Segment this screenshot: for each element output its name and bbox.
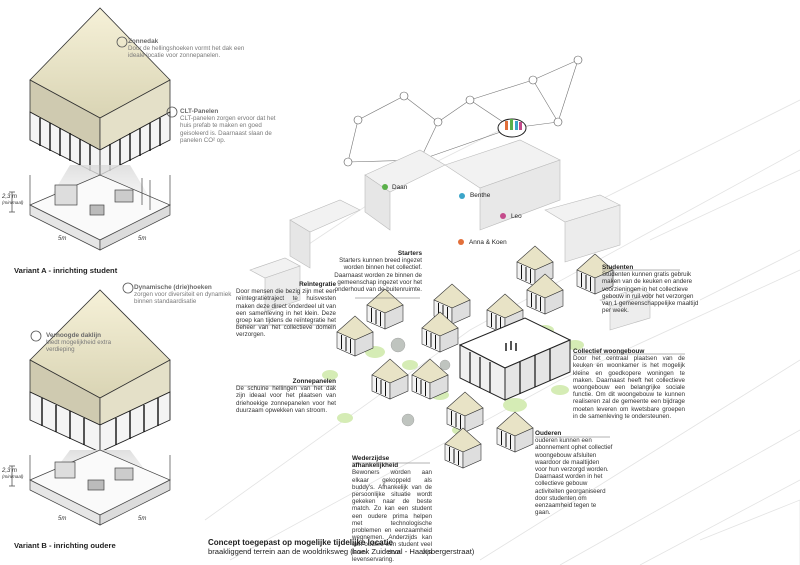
house-wall-right (594, 269, 614, 295)
dyn-note: Dynamische (drie)hoeken zorgen voor dive… (134, 284, 246, 306)
left-pointers (9, 36, 178, 487)
zonnedak-title: Zonnedak (128, 38, 159, 45)
zonnepanelen-title: Zonnepanelen (292, 378, 336, 385)
collectief-body: Door het centraal plaatsen van de keuken… (573, 355, 685, 420)
collectief-title: Collectief woongebouw (573, 348, 645, 355)
dyn-body: zorgen voor diversiteit en dynamiek binn… (134, 291, 232, 306)
zonnedak-body: Door de hellingshoeken vormt het dak een… (128, 45, 245, 60)
network-nodes (343, 55, 583, 167)
house-wall-right (429, 374, 449, 400)
zonnepanelen-body: De schuine hellingen van het dak zijn id… (236, 385, 336, 414)
zonnedak-note: Zonnedak Door de hellingshoeken vormt he… (128, 38, 248, 60)
house-wall-right (439, 327, 459, 353)
house-modules (336, 245, 614, 469)
house-wall-right (389, 374, 409, 400)
collectief-note: Collectief woongebouw Door het centraal … (573, 348, 685, 420)
house-wall-right (451, 299, 471, 325)
ouderen-note: Ouderen ouderen kunnen een abonnement op… (535, 430, 613, 516)
house-wall-right (354, 331, 374, 357)
person-label-benthe: Benthe (470, 192, 491, 199)
resident-markers (382, 184, 506, 245)
variant-b-label: Variant B - inrichting oudere (14, 541, 116, 550)
house-wall-right (514, 427, 534, 453)
house-wall-right (384, 304, 404, 330)
caption-title: Concept toegepast op mogelijke tijdelijk… (208, 538, 393, 547)
caption: Concept toegepast op mogelijke tijdelijk… (208, 538, 628, 556)
starters-note: Starters Starters kunnen breed ingezet w… (334, 250, 422, 293)
wederzijds-body: Bewoners worden aan elkaar gekoppeld als… (352, 469, 432, 563)
dim-width-a2: 5m (138, 236, 147, 242)
variant-a-walls (29, 111, 171, 176)
variant-b-interior (29, 430, 171, 526)
ouderen-title: Ouderen (535, 430, 562, 437)
variant-a-label: Variant A - inrichting student (14, 266, 118, 275)
dim-height-a: 2,3 m(minimaal) (2, 194, 24, 205)
reintegratie-note: Reïntegratie Door mensen die bezig zijn … (236, 281, 336, 339)
starters-body: Starters kunnen breed ingezet worden bin… (334, 257, 422, 294)
starters-title: Starters (397, 250, 422, 257)
house-wall-right (464, 407, 484, 433)
verh-body: biedt mogelijkheid extra verdieping (46, 339, 112, 354)
wederzijds-title: Wederzijdse afhankelijkheid (352, 455, 399, 470)
group-figures (505, 119, 522, 130)
studenten-body: Studenten kunnen gratis gebruik maken va… (602, 271, 699, 315)
variant-b-walls (29, 391, 171, 453)
studenten-note: Studenten Studenten kunnen gratis gebrui… (602, 264, 702, 314)
collective-building (458, 317, 572, 401)
house-wall-right (462, 443, 482, 469)
reintegratie-body: Door mensen die bezig zijn met een reïnt… (236, 288, 336, 339)
person-label-anna-koen: Anna & Koen (469, 239, 507, 246)
dim-height-b: 2,3 m(minimaal) (2, 468, 24, 479)
social-network (347, 59, 579, 163)
context-buildings (249, 139, 651, 331)
zonnepanelen-note: Zonnepanelen De schuine hellingen van he… (236, 378, 336, 414)
dim-width-a1: 5m (58, 236, 67, 242)
verh-title: Verhoogde daklijn (46, 332, 102, 339)
person-label-daan: Daan (392, 184, 408, 191)
verh-note: Verhoogde daklijn biedt mogelijkheid ext… (46, 332, 128, 354)
reintegratie-title: Reïntegratie (299, 281, 336, 288)
house-wall-right (544, 289, 564, 315)
variant-a-interior (29, 145, 171, 251)
dim-width-b1: 5m (58, 516, 67, 522)
dyn-title: Dynamische (drie)hoeken (134, 284, 212, 291)
annotation-leaders (236, 269, 685, 464)
caption-subtitle: braakliggend terrein aan de wooldriksweg… (208, 547, 475, 556)
dim-width-b2: 5m (138, 516, 147, 522)
wederzijds-note: Wederzijdse afhankelijkheid Bewoners wor… (352, 455, 432, 563)
clt-title: CLT-Panelen (180, 108, 219, 115)
variant-b-roof (29, 289, 171, 426)
studenten-title: Studenten (602, 264, 634, 271)
ouderen-body: ouderen kunnen een abonnement ophet coll… (535, 437, 613, 517)
variant-a-roof (29, 7, 171, 151)
clt-body: CLT-panelen zorgen ervoor dat het huis p… (180, 115, 276, 144)
clt-note: CLT-Panelen CLT-panelen zorgen ervoor da… (180, 108, 285, 144)
person-label-leo: Leo (511, 213, 522, 220)
